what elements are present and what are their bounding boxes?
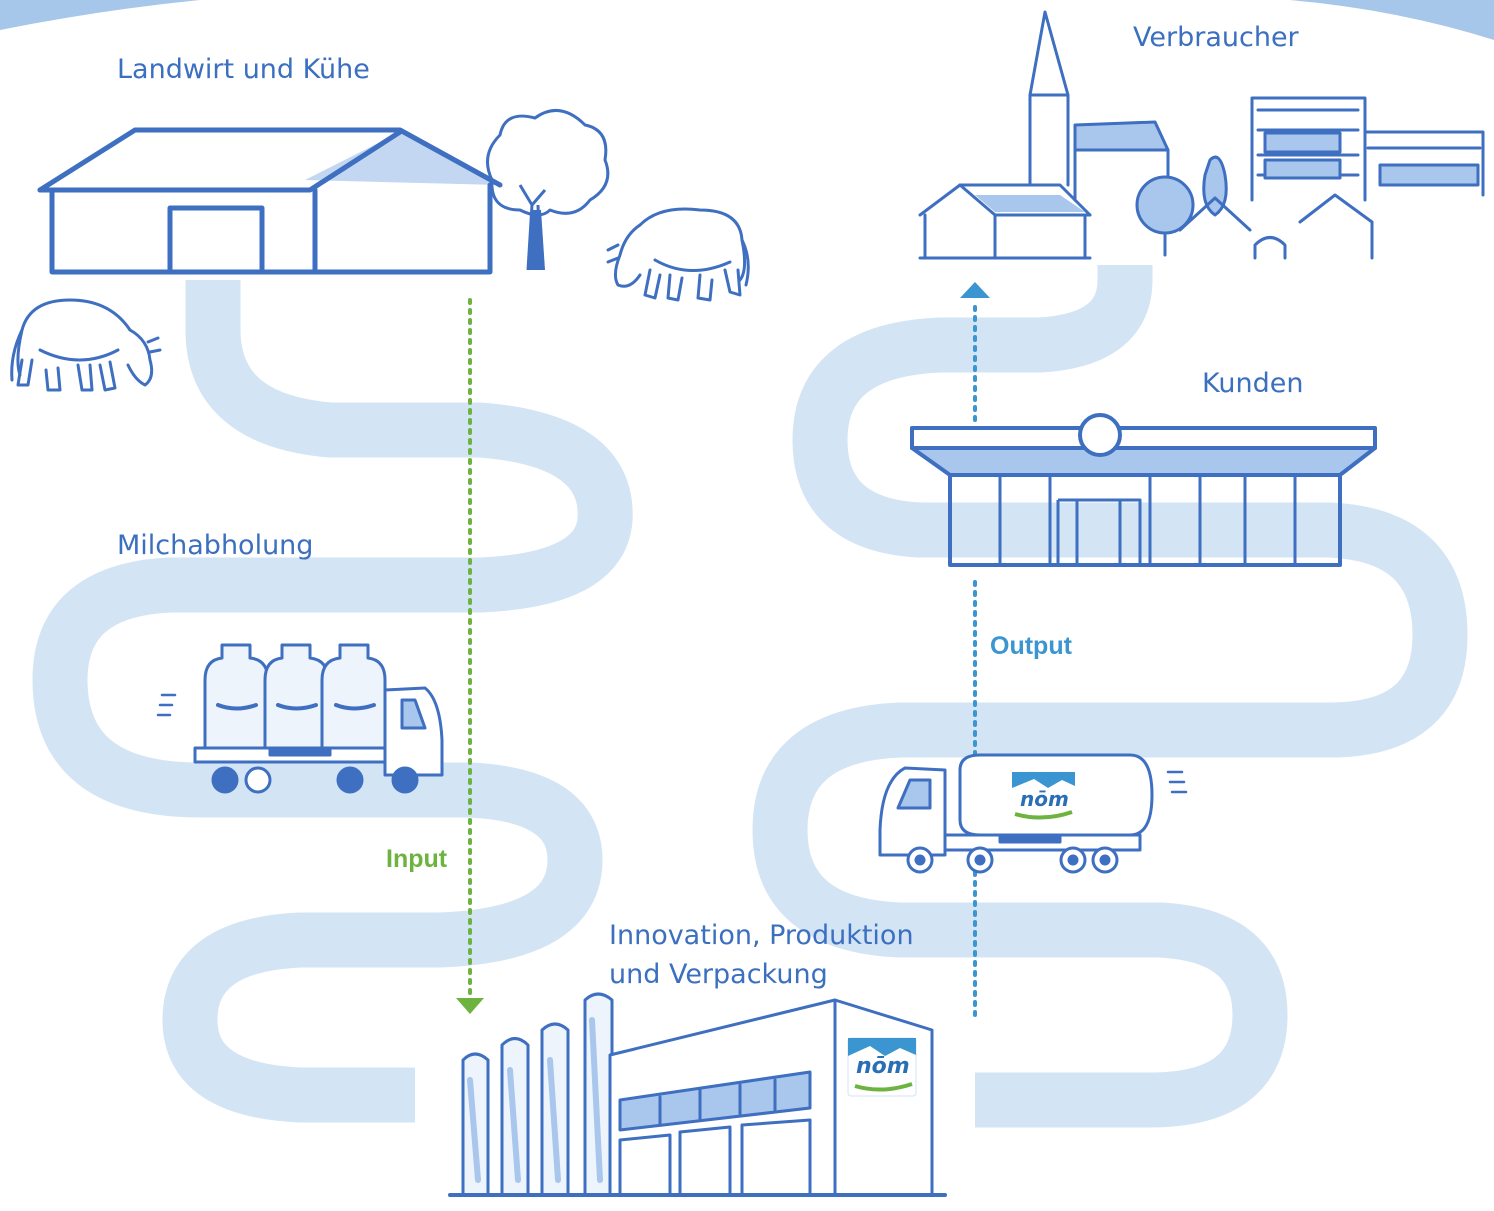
left-winding-road [32,280,633,1123]
top-right-corner-wave [1290,0,1494,40]
tree-icon [486,109,610,271]
shop-icon [910,413,1377,567]
cow-icon-grazing-left [10,298,162,392]
town-icon [918,10,1485,260]
input-flow-arrowhead [456,998,484,1014]
production-label-line2: und Verpackung [609,959,828,990]
production-label-line1: Innovation, Produktion [609,920,914,951]
tanker-brand-logo [1012,772,1075,820]
tanker-truck-icon [878,753,1188,874]
tanker-logo-wordmark: nōm [1020,787,1069,811]
top-left-corner-wave [0,0,200,30]
barn-icon [37,127,503,275]
factory-brand-logo [847,1037,917,1097]
cow-icon-grazing-right [606,207,750,302]
right-winding-road [752,252,1468,1128]
consumers-label: Verbraucher [1133,22,1299,53]
input-flow-label: Input [386,845,448,873]
milk-pickup-truck-icon [156,643,444,794]
output-flow-arrowhead [960,282,990,298]
customers-label: Kunden [1202,368,1304,399]
pickup-label: Milchabholung [117,530,314,561]
output-flow-label: Output [990,632,1072,660]
factory-logo-wordmark: nōm [856,1054,910,1079]
farm-label: Landwirt und Kühe [117,54,370,85]
